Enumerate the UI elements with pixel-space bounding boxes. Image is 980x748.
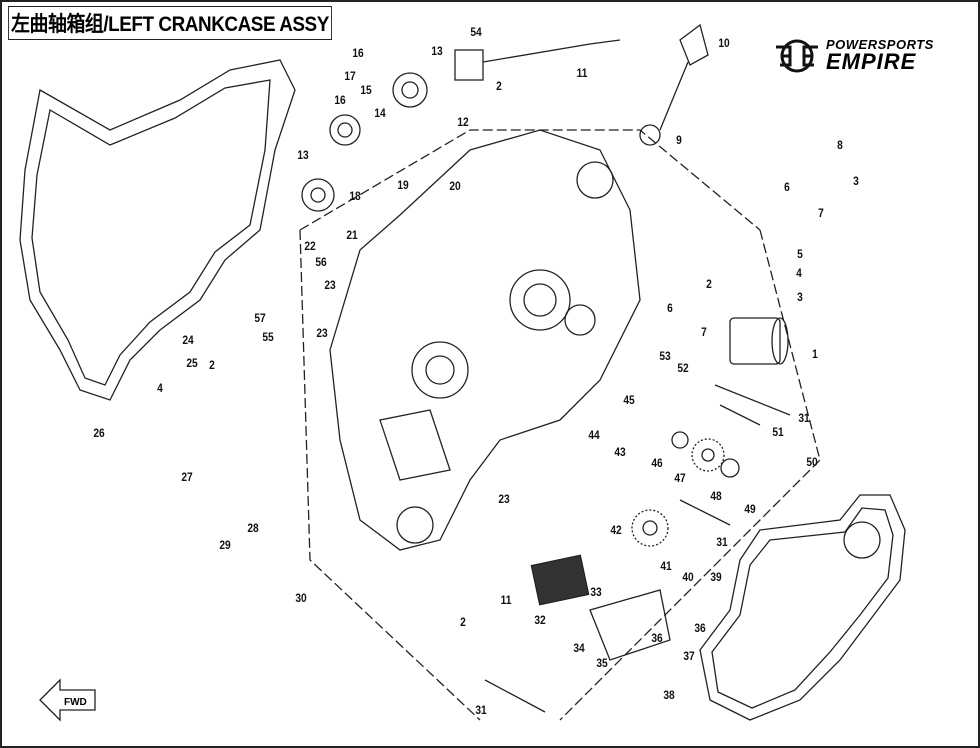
part-callout-8: 8 [837,138,843,152]
right-gasket-outline [699,494,906,721]
part-callout-2: 2 [706,277,712,291]
part-callout-45: 45 [623,393,635,407]
part-callout-43: 43 [614,445,626,459]
part-callout-36: 36 [694,621,706,635]
part-callout-26: 26 [93,426,105,440]
part-callout-24: 24 [182,333,194,347]
part-callout-7: 7 [701,325,707,339]
part-callout-51: 51 [772,425,784,439]
part-callout-11: 11 [576,66,588,80]
part-callout-1: 1 [812,347,818,361]
part-callout-38: 38 [663,688,675,702]
part-callout-3: 3 [853,174,859,188]
part-callout-28: 28 [247,521,259,535]
part-callout-4: 4 [796,266,802,280]
part-callout-31: 31 [798,411,810,425]
part-callout-21: 21 [346,228,358,242]
part-callout-17: 17 [344,69,356,83]
part-callout-57: 57 [254,311,266,325]
part-callout-23: 23 [324,278,336,292]
part-callout-14: 14 [374,106,386,120]
part-callout-3: 3 [797,290,803,304]
part-callout-6: 6 [667,301,673,315]
part-callout-20: 20 [449,179,461,193]
part-callout-23: 23 [316,326,328,340]
logo-text-bottom: EMPIRE [826,49,917,74]
part-callout-16: 16 [334,93,346,107]
part-callout-10: 10 [718,36,730,50]
part-callout-29: 29 [219,538,231,552]
part-callout-32: 32 [534,613,546,627]
part-callout-12: 12 [457,115,469,129]
fwd-arrow-icon [39,678,96,722]
empire-wings-logo-icon [776,39,818,72]
part-callout-53: 53 [659,349,671,363]
page-title: 左曲轴箱组/LEFT CRANKCASE ASSY [8,6,332,40]
part-callout-9: 9 [676,133,682,147]
part-callout-22: 22 [304,239,316,253]
part-callout-2: 2 [460,615,466,629]
part-callout-31: 31 [716,535,728,549]
part-callout-33: 33 [590,585,602,599]
brand-logo: POWERSPORTS EMPIRE [774,38,934,73]
part-callout-41: 41 [660,559,672,573]
left-gasket-outline [19,59,296,401]
part-callout-23: 23 [498,492,510,506]
part-callout-25: 25 [186,356,198,370]
part-callout-11: 11 [500,593,512,607]
part-callout-40: 40 [682,570,694,584]
part-callout-48: 48 [710,489,722,503]
part-callout-2: 2 [496,79,502,93]
part-callout-15: 15 [360,83,372,97]
part-callout-13: 13 [431,44,443,58]
part-callout-42: 42 [610,523,622,537]
part-callout-13: 13 [297,148,309,162]
part-callout-49: 49 [744,502,756,516]
part-callout-19: 19 [397,178,409,192]
part-callout-30: 30 [295,591,307,605]
fwd-label: FWD [64,697,87,708]
part-callout-44: 44 [588,428,600,442]
part-callout-34: 34 [573,641,585,655]
part-callout-46: 46 [651,456,663,470]
part-callout-7: 7 [818,206,824,220]
part-callout-6: 6 [784,180,790,194]
part-callout-35: 35 [596,656,608,670]
part-callout-5: 5 [797,247,803,261]
part-callout-39: 39 [710,570,722,584]
part-callout-37: 37 [683,649,695,663]
part-callout-18: 18 [349,189,361,203]
part-callout-16: 16 [352,46,364,60]
part-callout-4: 4 [157,381,163,395]
part-callout-27: 27 [181,470,193,484]
part-callout-55: 55 [262,330,274,344]
part-callout-54: 54 [470,25,482,39]
part-callout-50: 50 [806,455,818,469]
part-callout-36: 36 [651,631,663,645]
part-callout-2: 2 [209,358,215,372]
part-callout-52: 52 [677,361,689,375]
part-callout-31: 31 [475,703,487,717]
logo-text-top: POWERSPORTS [826,37,934,52]
part-callout-47: 47 [674,471,686,485]
part-callout-56: 56 [315,255,327,269]
crankcase-outline [329,129,641,551]
